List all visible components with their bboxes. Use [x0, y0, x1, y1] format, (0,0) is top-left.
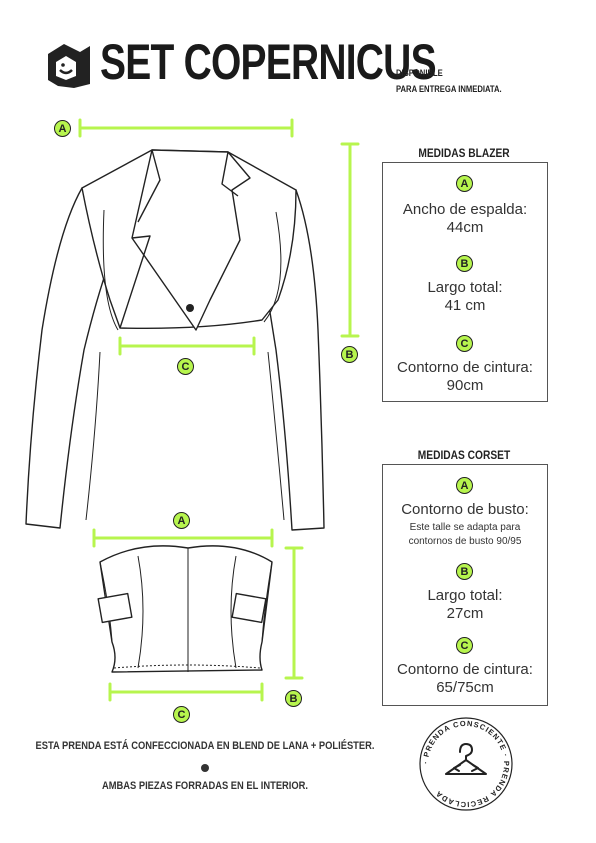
- page-title: SET COPERNICUS: [100, 34, 437, 90]
- blazer-measure-b-badge: B: [456, 255, 473, 272]
- footer-lining-note: AMBAS PIEZAS FORRADAS EN EL INTERIOR.: [101, 780, 309, 792]
- blazer-measures-box: A Ancho de espalda: 44cm B Largo total: …: [382, 162, 548, 402]
- corset-measure-a-note-2: contornos de busto 90/95: [408, 536, 522, 547]
- hanger-recycle-icon: [445, 743, 487, 775]
- corset-drawing: [97, 545, 273, 673]
- corset-measure-a-label: Contorno de busto:: [401, 501, 529, 518]
- conscious-garment-seal: · PRENDA CONSCIENTE · PRENDA RECICLADA: [419, 717, 513, 811]
- footer-bullet: [201, 764, 209, 772]
- blazer-measure-c-value: 90cm: [446, 377, 484, 394]
- blazer-measure-a-value: 44cm: [446, 219, 484, 236]
- garment-diagram: [25, 118, 360, 702]
- blazer-measure-b-label: Largo total:: [427, 279, 503, 296]
- blazer-measure-a-label: Ancho de espalda:: [402, 201, 528, 218]
- blazer-a-marker: A: [54, 120, 71, 137]
- corset-c-marker: C: [173, 706, 190, 723]
- footer-fabric-note: ESTA PRENDA ESTÁ CONFECCIONADA EN BLEND …: [35, 740, 375, 752]
- blazer-measure-c-badge: C: [456, 335, 473, 352]
- blazer-measure-c-label: Contorno de cintura:: [397, 359, 533, 376]
- measure-lines: [78, 118, 360, 702]
- blazer-drawing: [25, 149, 325, 531]
- corset-measure-c-value: 65/75cm: [436, 679, 494, 696]
- blazer-measure-b-value: 41 cm: [444, 297, 486, 314]
- corset-measure-b-label: Largo total:: [427, 587, 503, 604]
- blazer-button-icon: [186, 304, 194, 312]
- blazer-measures-title: MEDIDAS BLAZER: [418, 146, 510, 160]
- corset-a-marker: A: [173, 512, 190, 529]
- corset-measure-b-badge: B: [456, 563, 473, 580]
- blazer-measure-a-badge: A: [456, 175, 473, 192]
- corset-measure-a-note-1: Este talle se adapta para: [409, 522, 521, 533]
- corset-b-marker: B: [285, 690, 302, 707]
- availability-line-1: DISPONIBLE: [396, 68, 443, 78]
- corset-measure-c-badge: C: [456, 637, 473, 654]
- corset-measure-a-badge: A: [456, 477, 473, 494]
- blazer-c-marker: C: [177, 358, 194, 375]
- blazer-b-marker: B: [341, 346, 358, 363]
- corset-measure-c-label: Contorno de cintura:: [397, 661, 533, 678]
- brand-logo: [48, 44, 90, 88]
- corset-measure-b-value: 27cm: [446, 605, 484, 622]
- corset-measures-box: A Contorno de busto: Este talle se adapt…: [382, 464, 548, 706]
- availability-line-2: PARA ENTREGA INMEDIATA.: [396, 84, 502, 94]
- corset-measures-title: MEDIDAS CORSET: [417, 448, 511, 462]
